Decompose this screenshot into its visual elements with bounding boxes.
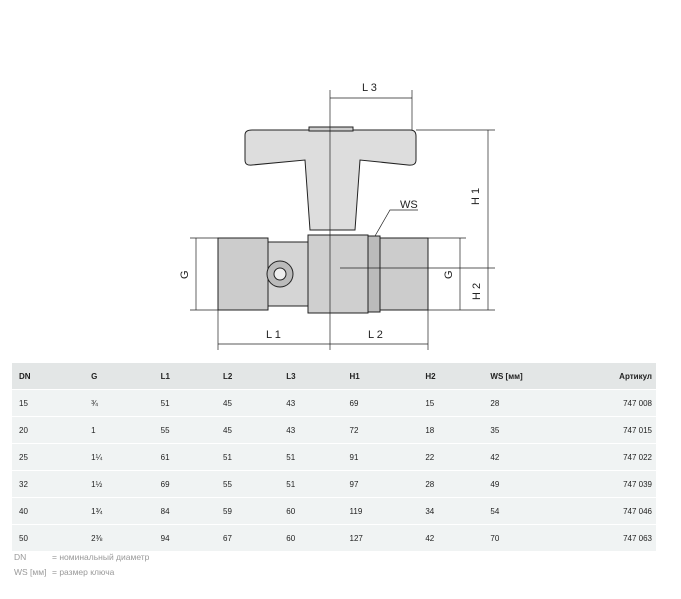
table-cell: 747 015 [605,417,656,443]
table-cell: 1 [84,417,154,443]
dim-label-h1: H 1 [470,188,482,205]
legend-definition: = размер ключа [52,567,115,577]
table-cell: 747 022 [605,444,656,470]
table-cell: 747 063 [605,525,656,551]
table-cell: 94 [153,525,217,551]
table-cell: 45 [216,417,280,443]
column-header: H2 [418,363,484,389]
table-cell: ¾ [84,390,154,416]
dim-label-g-right: G [443,270,455,279]
table-cell: 747 046 [605,498,656,524]
table-cell: 20 [12,417,85,443]
dim-label-l3: L 3 [362,82,377,94]
table-cell: 43 [279,417,343,443]
table-cell: 69 [342,390,419,416]
table-cell: 15 [418,390,484,416]
table-cell: 55 [153,417,217,443]
table-cell: 25 [12,444,85,470]
table-cell: 84 [153,498,217,524]
column-header: WS [мм] [483,363,606,389]
table-cell: 119 [342,498,419,524]
table-cell: 49 [483,471,606,497]
table-cell: 69 [153,471,217,497]
column-header: Артикул [605,363,656,389]
table-cell: 55 [216,471,280,497]
table-cell: 97 [342,471,419,497]
table-cell: 60 [279,498,343,524]
valve-handle [244,129,417,231]
column-header: L3 [279,363,343,389]
table-cell: 72 [342,417,419,443]
table-cell: 35 [483,417,606,443]
dim-label-h2: H 2 [471,283,483,300]
dim-label-g-left: G [179,270,191,279]
table-cell: 747 039 [605,471,656,497]
table-cell: 1½ [84,471,154,497]
table-cell: 70 [483,525,606,551]
column-header: H1 [342,363,419,389]
table-cell: 51 [216,444,280,470]
table-cell: 54 [483,498,606,524]
table-cell: 91 [342,444,419,470]
table-cell: 45 [216,390,280,416]
table-cell: 1¾ [84,498,154,524]
legend-dn: DN = номинальный диаметр [14,552,149,562]
table-cell: 42 [418,525,484,551]
table-cell: 43 [279,390,343,416]
table-cell: 51 [153,390,217,416]
column-header: G [84,363,154,389]
table-cell: 28 [483,390,606,416]
table-cell: 60 [279,525,343,551]
dim-label-l1: L 1 [266,329,281,341]
legend-term: WS [мм] [14,567,47,577]
valve-body-left [217,237,269,311]
valve-body-right [379,237,429,311]
table-cell: 127 [342,525,419,551]
legend-ws: WS [мм] = размер ключа [14,567,114,577]
column-header: L1 [153,363,217,389]
column-header: DN [12,363,85,389]
table-cell: 42 [483,444,606,470]
table-cell: 50 [12,525,85,551]
table-cell: 2⅜ [84,525,154,551]
table-cell: 51 [279,471,343,497]
table-cell: 18 [418,417,484,443]
table-cell: 32 [12,471,85,497]
table-cell: 28 [418,471,484,497]
column-header: L2 [216,363,280,389]
table-cell: 67 [216,525,280,551]
table-cell: 747 008 [605,390,656,416]
table-cell: 61 [153,444,217,470]
table-cell: 1¼ [84,444,154,470]
table-cell: 34 [418,498,484,524]
table-cell: 59 [216,498,280,524]
legend-term: DN [14,552,27,562]
dim-label-ws: WS [400,199,418,211]
table-cell: 22 [418,444,484,470]
table-cell: 15 [12,390,85,416]
legend-definition: = номинальный диаметр [52,552,150,562]
dim-label-l2: L 2 [368,329,383,341]
table-cell: 40 [12,498,85,524]
table-cell: 51 [279,444,343,470]
valve-technical-drawing: L 3 H 1 WS G G H 2 L 1 L 2 [179,82,495,350]
